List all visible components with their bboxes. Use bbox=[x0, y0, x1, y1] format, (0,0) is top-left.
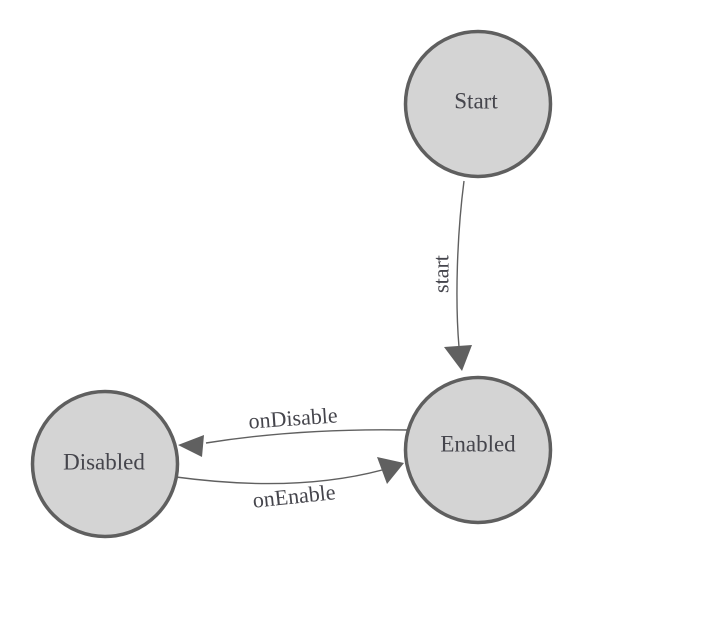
edge-label-onenable: onEnable bbox=[251, 479, 336, 513]
arrowhead-onenable-icon bbox=[377, 457, 404, 484]
arrowhead-start-icon bbox=[444, 345, 472, 371]
arrowhead-ondisable-icon bbox=[178, 435, 204, 457]
edge-line-ondisable bbox=[205, 429, 410, 444]
node-start: Start bbox=[403, 29, 553, 179]
edge-enabled-to-disabled: onDisable bbox=[178, 402, 410, 457]
state-circle-start[interactable] bbox=[403, 29, 553, 179]
node-enabled: Enabled bbox=[403, 375, 553, 525]
edge-label-start: start bbox=[429, 255, 454, 293]
state-circle-disabled[interactable] bbox=[30, 389, 180, 539]
state-label-start: Start bbox=[454, 89, 498, 114]
edge-start-to-enabled: start bbox=[429, 180, 472, 371]
state-circle-enabled[interactable] bbox=[403, 375, 553, 525]
state-label-enabled: Enabled bbox=[440, 432, 516, 457]
state-label-disabled: Disabled bbox=[63, 450, 145, 475]
edge-line-onenable bbox=[175, 469, 383, 485]
node-disabled: Disabled bbox=[30, 389, 180, 539]
edge-disabled-to-enabled: onEnable bbox=[175, 457, 404, 513]
edge-line-start bbox=[456, 180, 465, 348]
edge-label-ondisable: onDisable bbox=[248, 402, 339, 433]
